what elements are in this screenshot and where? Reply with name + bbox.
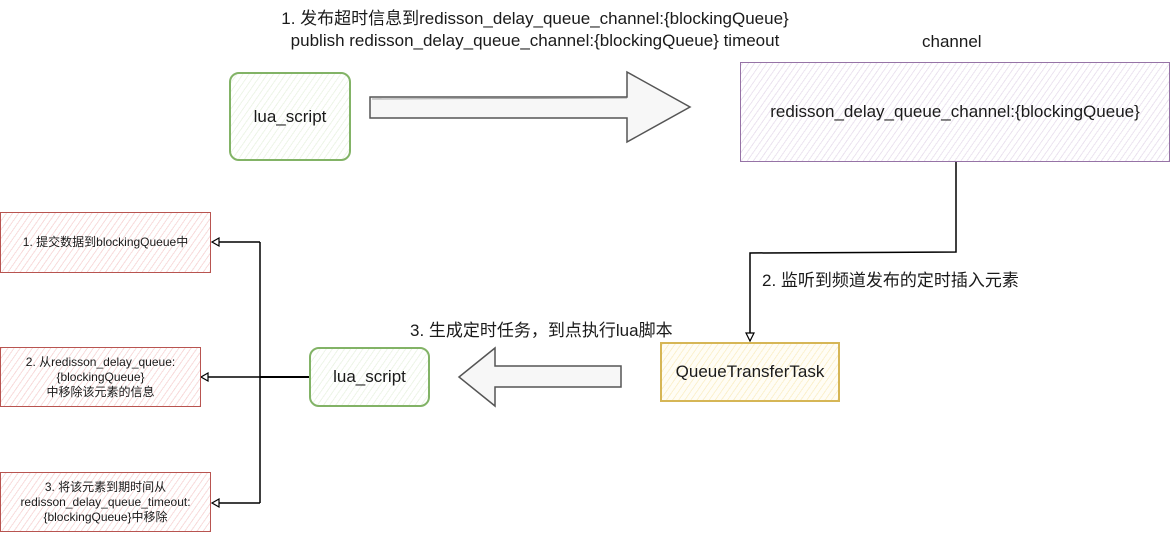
step2-label-line1: 2. 从redisson_delay_queue:	[25, 354, 176, 369]
step3-label-line1: 3. 将该元素到期时间从	[44, 479, 167, 494]
publish-label-line1: 1. 发布超时信息到redisson_delay_queue_channel:{…	[281, 9, 789, 28]
publish-edge-label: 1. 发布超时信息到redisson_delay_queue_channel:{…	[255, 8, 815, 52]
step3-label-line2: redisson_delay_queue_timeout:	[20, 494, 191, 509]
lua-script-bottom-label: lua_script	[333, 367, 406, 387]
lua-script-node-bottom[interactable]: lua_script	[309, 347, 430, 407]
channel-to-task-connector	[745, 162, 957, 343]
step2-node[interactable]: 2. 从redisson_delay_queue: {blockingQueue…	[0, 347, 201, 407]
arrowhead-step1	[210, 236, 220, 248]
lua-script-node-top[interactable]: lua_script	[229, 72, 351, 161]
lua-script-top-label: lua_script	[253, 106, 327, 126]
queue-transfer-task-label: QueueTransferTask	[675, 362, 825, 382]
step1-node[interactable]: 1. 提交数据到blockingQueue中	[0, 212, 211, 273]
channel-caption: channel	[922, 32, 982, 51]
channel-node-label: redisson_delay_queue_channel:{blockingQu…	[770, 102, 1140, 122]
step3-node[interactable]: 3. 将该元素到期时间从 redisson_delay_queue_timeou…	[0, 472, 211, 532]
step1-label: 1. 提交数据到blockingQueue中	[22, 235, 189, 249]
step2-label-line2: {blockingQueue}	[56, 369, 145, 384]
schedule-edge-label: 3. 生成定时任务，到点执行lua脚本	[410, 321, 673, 340]
step3-label-line3: {blockingQueue}中移除	[43, 509, 168, 524]
lua-to-steps-connectors	[199, 236, 309, 509]
listen-edge-label: 2. 监听到频道发布的定时插入元素	[762, 271, 1019, 290]
publish-label-line2: publish redisson_delay_queue_channel:{bl…	[290, 31, 780, 50]
queue-transfer-task-node[interactable]: QueueTransferTask	[660, 342, 840, 402]
step2-label-line3: 中移除该元素的信息	[46, 384, 155, 399]
schedule-block-arrow	[457, 346, 622, 408]
arrowhead-step3	[210, 497, 220, 509]
publish-block-arrow	[369, 70, 692, 144]
arrowhead-step2	[199, 371, 209, 383]
channel-node[interactable]: redisson_delay_queue_channel:{blockingQu…	[740, 62, 1170, 162]
